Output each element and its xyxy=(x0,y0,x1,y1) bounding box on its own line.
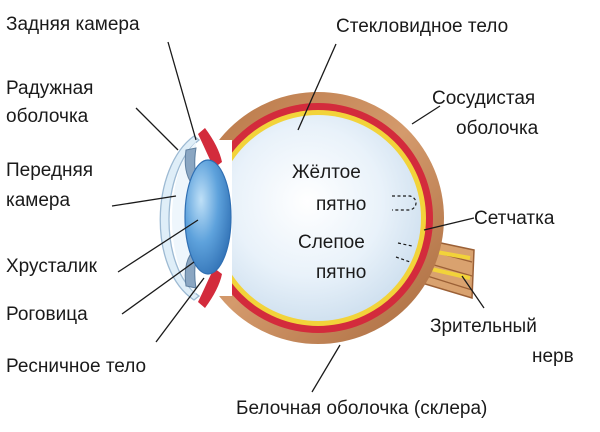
blind-spot-marker xyxy=(395,242,413,263)
label-cornea: Роговица xyxy=(6,304,88,325)
label-sclera: Белочная оболочка (склера) xyxy=(236,398,487,419)
label-anterior-chamber-line2: камера xyxy=(6,190,70,211)
label-anterior-chamber-line1: Передняя xyxy=(6,160,93,181)
label-iris-line1: Радужная xyxy=(6,78,93,99)
label-blind-spot-line1: Слепое xyxy=(298,232,365,253)
label-lens: Хрусталик xyxy=(6,256,98,277)
label-iris-line2: оболочка xyxy=(6,106,89,127)
ciliary-body-shape xyxy=(198,128,222,168)
label-blind-spot-line2: пятно xyxy=(316,262,366,283)
macula-marker xyxy=(392,195,417,211)
label-optic-nerve-line1: Зрительный xyxy=(430,316,537,337)
label-macula-line1: Жёлтое xyxy=(292,162,361,183)
label-vitreous-body: Стекловидное тело xyxy=(336,16,508,37)
vitreous-body-shape xyxy=(215,115,421,321)
cornea-shape xyxy=(159,135,201,301)
label-posterior-chamber: Задняя камера xyxy=(6,14,140,35)
label-choroid-line2: оболочка xyxy=(456,118,539,139)
label-choroid-line1: Сосудистая xyxy=(432,88,535,109)
label-retina: Сетчатка xyxy=(474,208,555,229)
label-optic-nerve-line2: нерв xyxy=(532,346,574,367)
label-ciliary-body: Ресничное тело xyxy=(6,356,146,377)
label-macula-line2: пятно xyxy=(316,194,366,215)
lens-shape xyxy=(184,159,232,275)
